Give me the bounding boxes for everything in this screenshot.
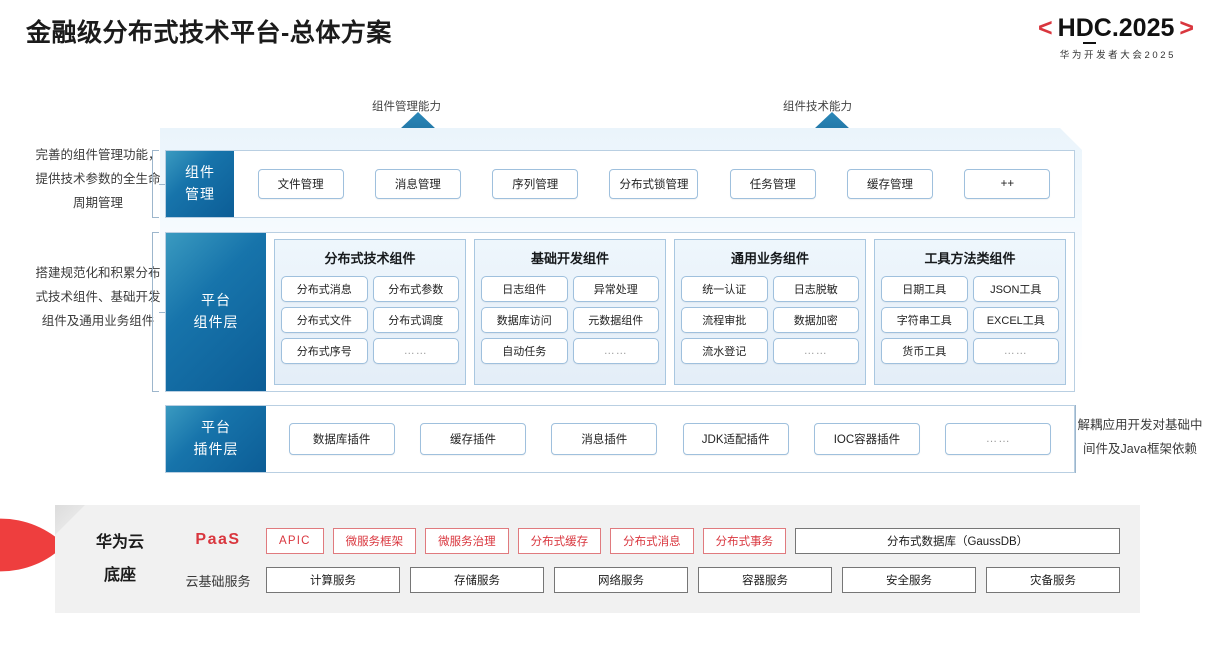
chip-unified-authentication[interactable]: 统一认证	[681, 276, 768, 302]
chip-json-utility[interactable]: JSON工具	[972, 276, 1059, 302]
chip-message-plugin[interactable]: 消息插件	[551, 423, 658, 455]
hdc-wordmark: HDC.2025	[1057, 14, 1175, 42]
group-utility-method-components: 工具方法类组件 日期工具 JSON工具 字符串工具 EXCEL工具 货币工具 ……	[874, 239, 1066, 385]
chip-data-encryption[interactable]: 数据加密	[772, 307, 859, 333]
chip-database-plugin[interactable]: 数据库插件	[288, 423, 395, 455]
layer-tab-platform-plugin: 平台 插件层	[166, 406, 266, 472]
chip-metadata-component[interactable]: 元数据组件	[572, 307, 659, 333]
infrastructure-service-row: 计算服务 存储服务 网络服务 容器服务 安全服务 灾备服务	[266, 567, 1120, 593]
bracket-left-bottom	[152, 232, 165, 392]
chip-currency-utility[interactable]: 货币工具	[881, 338, 968, 364]
chip-message-management[interactable]: 消息管理	[374, 169, 461, 199]
paas-chip-distributed-transaction[interactable]: 分布式事务	[702, 528, 787, 554]
chip-task-management[interactable]: 任务管理	[729, 169, 816, 199]
paas-chip-microservice-governance[interactable]: 微服务治理	[425, 528, 509, 554]
infra-chip-security-service[interactable]: 安全服务	[842, 567, 976, 593]
hdc-underscore-accent	[1082, 42, 1096, 44]
chip-more-ellipsis[interactable]: ……	[572, 338, 659, 364]
foundation-title: 华为云 底座	[72, 527, 168, 593]
chip-more-ellipsis[interactable]: ……	[772, 338, 859, 364]
layer-tab-line: 平台	[201, 292, 231, 309]
chip-cache-plugin[interactable]: 缓存插件	[419, 423, 526, 455]
foundation-title-line: 底座	[103, 566, 136, 584]
hdc-right-bracket-icon: >	[1179, 14, 1194, 42]
infra-chip-network-service[interactable]: 网络服务	[554, 567, 688, 593]
group-basic-development-components: 基础开发组件 日志组件 异常处理 数据库访问 元数据组件 自动任务 ……	[474, 239, 666, 385]
chip-distributed-sequence[interactable]: 分布式序号	[281, 338, 368, 364]
chip-database-access[interactable]: 数据库访问	[481, 307, 568, 333]
chip-ioc-container-plugin[interactable]: IOC容器插件	[813, 423, 920, 455]
red-wedge-decoration	[0, 481, 65, 609]
hdc-logo: < HDC.2025 > 华为开发者大会2025	[934, 14, 1194, 61]
group-title: 通用业务组件	[730, 251, 809, 266]
chip-add-more[interactable]: ++	[964, 169, 1051, 199]
layer-tab-line: 插件层	[193, 441, 239, 457]
group-title: 分布式技术组件	[324, 251, 416, 266]
chip-automatic-task[interactable]: 自动任务	[481, 338, 568, 364]
page-title: 金融级分布式技术平台-总体方案	[26, 19, 392, 47]
chip-distributed-file[interactable]: 分布式文件	[281, 307, 368, 333]
group-general-business-components: 通用业务组件 统一认证 日志脱敏 流程审批 数据加密 流水登记 ……	[674, 239, 866, 385]
layer-body-platform-plugin: 数据库插件 缓存插件 消息插件 JDK适配插件 IOC容器插件 ……	[266, 406, 1074, 472]
infra-chip-storage-service[interactable]: 存储服务	[410, 567, 544, 593]
layer-body-component-management: 文件管理 消息管理 序列管理 分布式锁管理 任务管理 缓存管理 ++	[234, 151, 1074, 217]
side-note-left-bottom: 搭建规范化和积累分布式技术组件、基础开发组件及通用业务组件	[35, 266, 161, 328]
layer-component-management: 组件 管理 文件管理 消息管理 序列管理 分布式锁管理 任务管理 缓存管理 ++	[165, 150, 1075, 218]
group-title: 基础开发组件	[530, 251, 609, 266]
chip-jdk-adapter-plugin[interactable]: JDK适配插件	[682, 423, 789, 455]
blue-arc-decoration	[1186, 190, 1208, 282]
foundation-slab	[55, 505, 1140, 613]
chip-date-utility[interactable]: 日期工具	[881, 276, 968, 302]
paas-chip-microservice-framework[interactable]: 微服务框架	[332, 528, 417, 554]
foundation-title-line: 华为云	[95, 534, 144, 551]
hdc-subtitle: 华为开发者大会2025	[1059, 50, 1176, 61]
layer-body-platform-component: 分布式技术组件 分布式消息 分布式参数 分布式文件 分布式调度 分布式序号 ………	[266, 233, 1074, 391]
layer-tab-line: 平台	[201, 419, 231, 436]
layer-tab-line: 管理	[185, 186, 215, 202]
chip-distributed-scheduling[interactable]: 分布式调度	[372, 307, 459, 333]
paas-chip-distributed-message[interactable]: 分布式消息	[610, 528, 694, 554]
cloud-base-label: 云基础服务	[185, 574, 251, 589]
infra-chip-disaster-recovery-service[interactable]: 灾备服务	[986, 567, 1120, 593]
chip-exception-handling[interactable]: 异常处理	[572, 276, 659, 302]
chip-log-masking[interactable]: 日志脱敏	[772, 276, 859, 302]
chip-more-ellipsis[interactable]: ……	[972, 338, 1059, 364]
infra-chip-container-service[interactable]: 容器服务	[698, 567, 832, 593]
chip-file-management[interactable]: 文件管理	[257, 169, 344, 199]
chip-more-ellipsis[interactable]: ……	[372, 338, 459, 364]
group-distributed-tech-components: 分布式技术组件 分布式消息 分布式参数 分布式文件 分布式调度 分布式序号 ……	[274, 239, 466, 385]
layer-tab-line: 组件	[185, 164, 215, 181]
chip-process-approval[interactable]: 流程审批	[681, 307, 768, 333]
chip-excel-utility[interactable]: EXCEL工具	[972, 307, 1059, 333]
paas-chip-distributed-cache[interactable]: 分布式缓存	[517, 528, 602, 554]
group-title: 工具方法类组件	[924, 251, 1016, 266]
chip-log-component[interactable]: 日志组件	[481, 276, 568, 302]
infra-chip-compute-service[interactable]: 计算服务	[266, 567, 400, 593]
chip-distributed-parameter[interactable]: 分布式参数	[372, 276, 459, 302]
chip-distributed-message[interactable]: 分布式消息	[281, 276, 368, 302]
layer-platform-plugin: 平台 插件层 数据库插件 缓存插件 消息插件 JDK适配插件 IOC容器插件 ……	[165, 405, 1075, 473]
arrow-label-component-technology: 组件技术能力	[783, 101, 852, 113]
arrow-label-component-management: 组件管理能力	[372, 101, 441, 113]
layer-tab-platform-component: 平台 组件层	[166, 233, 266, 391]
paas-chip-apic[interactable]: APIC	[266, 528, 324, 554]
chip-transaction-register[interactable]: 流水登记	[681, 338, 768, 364]
layer-platform-component: 平台 组件层 分布式技术组件 分布式消息 分布式参数 分布式文件 分布式调度 分…	[165, 232, 1075, 392]
layer-tab-line: 组件层	[193, 314, 239, 330]
paas-chip-distributed-database-gaussdb[interactable]: 分布式数据库（GaussDB）	[795, 528, 1120, 554]
side-note-right: 解耦应用开发对基础中间件及Java框架依赖	[1077, 418, 1203, 456]
chip-cache-management[interactable]: 缓存管理	[847, 169, 934, 199]
bracket-left-top	[152, 150, 165, 218]
chip-distributed-lock-management[interactable]: 分布式锁管理	[609, 169, 699, 199]
hdc-left-bracket-icon: <	[1038, 14, 1053, 42]
side-note-left-top: 完善的组件管理功能，提供技术参数的全生命周期管理	[35, 148, 161, 210]
chip-string-utility[interactable]: 字符串工具	[881, 307, 968, 333]
chip-more-ellipsis[interactable]: ……	[945, 423, 1052, 455]
layer-tab-component-management: 组件 管理	[166, 151, 234, 217]
paas-service-row: APIC 微服务框架 微服务治理 分布式缓存 分布式消息 分布式事务 分布式数据…	[266, 528, 1120, 554]
paas-label: PaaS	[195, 531, 241, 548]
chip-sequence-management[interactable]: 序列管理	[492, 169, 579, 199]
